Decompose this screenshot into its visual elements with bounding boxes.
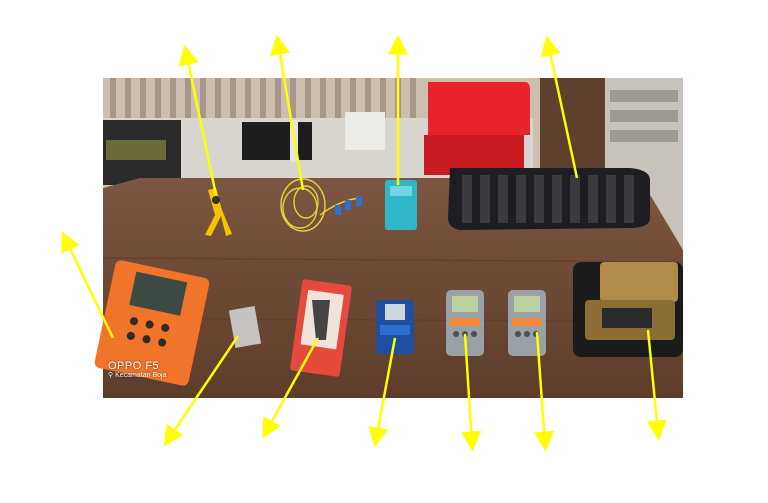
red-chair-back (428, 82, 530, 135)
arrow-icon (368, 337, 397, 448)
arrow-icon (540, 35, 579, 179)
location-pin-icon: ⚲ (108, 372, 114, 380)
otdr-device (94, 260, 210, 386)
watermark-brand: OPPO F5 (108, 360, 160, 372)
splice-closure (448, 168, 650, 230)
arrow-icon (461, 333, 482, 452)
fiber-cleaver (376, 300, 414, 354)
ups-box (242, 122, 312, 160)
watermark-location: ⚲ Kecamatan Boja (108, 372, 166, 380)
arrow-icon (534, 331, 555, 452)
curtain (110, 78, 416, 118)
optical-light-source (508, 290, 546, 356)
arrow-icon (178, 44, 218, 196)
arrow-icon (61, 231, 115, 339)
fiber-stripper-tool (205, 188, 232, 236)
arrow-icon (646, 329, 667, 441)
arrow-icon (262, 337, 320, 439)
optical-power-meter (446, 290, 484, 356)
camera-watermark: OPPO F5 ⚲ Kecamatan Boja (108, 360, 166, 380)
watermark-location-text: Kecamatan Boja (115, 372, 167, 380)
power-strip (345, 112, 385, 150)
fiber-connectors (335, 196, 362, 215)
arrow-icon (270, 34, 305, 191)
annotation-arrows (61, 34, 667, 452)
fiber-stripper-blister (290, 279, 352, 377)
arrow-icon (163, 335, 240, 447)
photo (94, 78, 684, 398)
fusion-splicer (573, 262, 683, 357)
